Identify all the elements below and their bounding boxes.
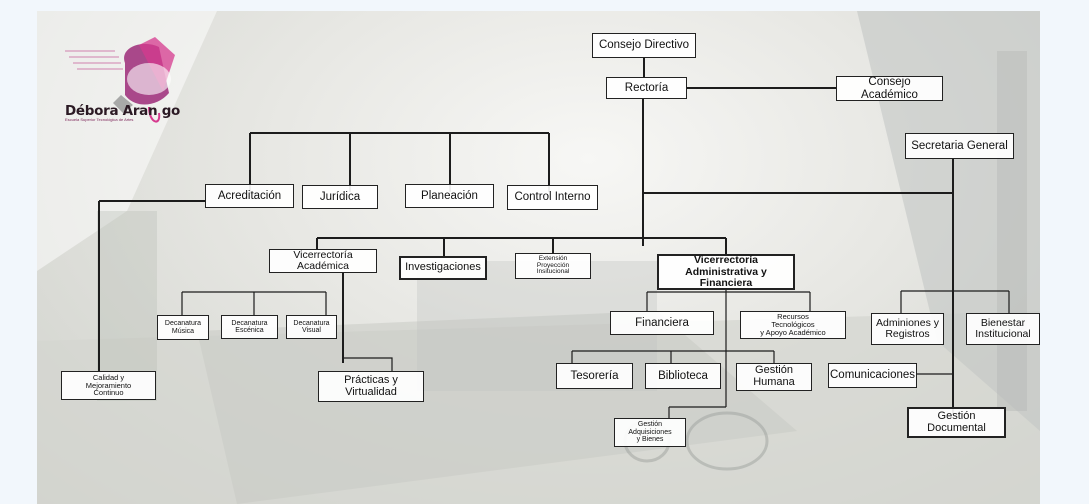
node-admisiones-registros: Adminiones y Registros xyxy=(871,313,944,345)
node-decanatura-visual: Decanatura Visual xyxy=(286,315,337,339)
node-tesoreria: Tesorería xyxy=(556,363,633,389)
node-planeacion: Planeación xyxy=(405,184,494,208)
node-recursos-tecnologicos: Recursos Tecnológicos y Apoyo Académico xyxy=(740,311,846,339)
node-extension: Extensión Proyección Insitucional xyxy=(515,253,591,279)
node-vicerrectoria-administrativa: Vicerrectoría Administrativa y Financier… xyxy=(657,254,795,290)
node-bienestar-institucional: Bienestar Institucional xyxy=(966,313,1040,345)
node-decanatura-musica: Decanatura Música xyxy=(157,315,209,340)
org-chart-canvas: Débora Aran go Escuela Superior Tecnológ… xyxy=(37,11,1040,504)
logo-subtitle: Escuela Superior Tecnológica de Artes xyxy=(65,117,134,122)
node-gestion-documental: Gestión Documental xyxy=(907,407,1006,438)
node-vicerrectoria-academica: Vicerrectoría Académica xyxy=(269,249,377,273)
node-investigaciones: Investigaciones xyxy=(399,256,487,280)
node-practicas-virtualidad: Prácticas y Virtualidad xyxy=(318,371,424,402)
node-decanatura-escenica: Decanatura Escénica xyxy=(221,315,278,339)
node-acreditacion: Acreditación xyxy=(205,184,294,208)
logo-wordmark: Débora Aran go xyxy=(65,103,181,119)
node-biblioteca: Biblioteca xyxy=(645,363,721,389)
node-comunicaciones: Comunicaciones xyxy=(828,363,917,388)
connector-lines xyxy=(98,58,1010,418)
node-consejo-directivo: Consejo Directivo xyxy=(592,33,696,58)
node-secretaria-general: Secretaria General xyxy=(905,133,1014,159)
node-gestion-humana: Gestión Humana xyxy=(736,363,812,391)
node-calidad-mejoramiento: Calidad y Mejoramiento Continuo xyxy=(61,371,156,400)
background-building-image xyxy=(37,11,1040,504)
node-gestion-adquisiciones: Gestión Adquisiciones y Bienes xyxy=(614,418,686,447)
node-control-interno: Control Interno xyxy=(507,185,598,210)
node-financiera: Financiera xyxy=(610,311,714,335)
node-juridica: Jurídica xyxy=(302,185,378,209)
debora-arango-logo xyxy=(65,37,175,123)
node-rectoria: Rectoría xyxy=(606,77,687,99)
node-consejo-academico: Consejo Académico xyxy=(836,76,943,101)
